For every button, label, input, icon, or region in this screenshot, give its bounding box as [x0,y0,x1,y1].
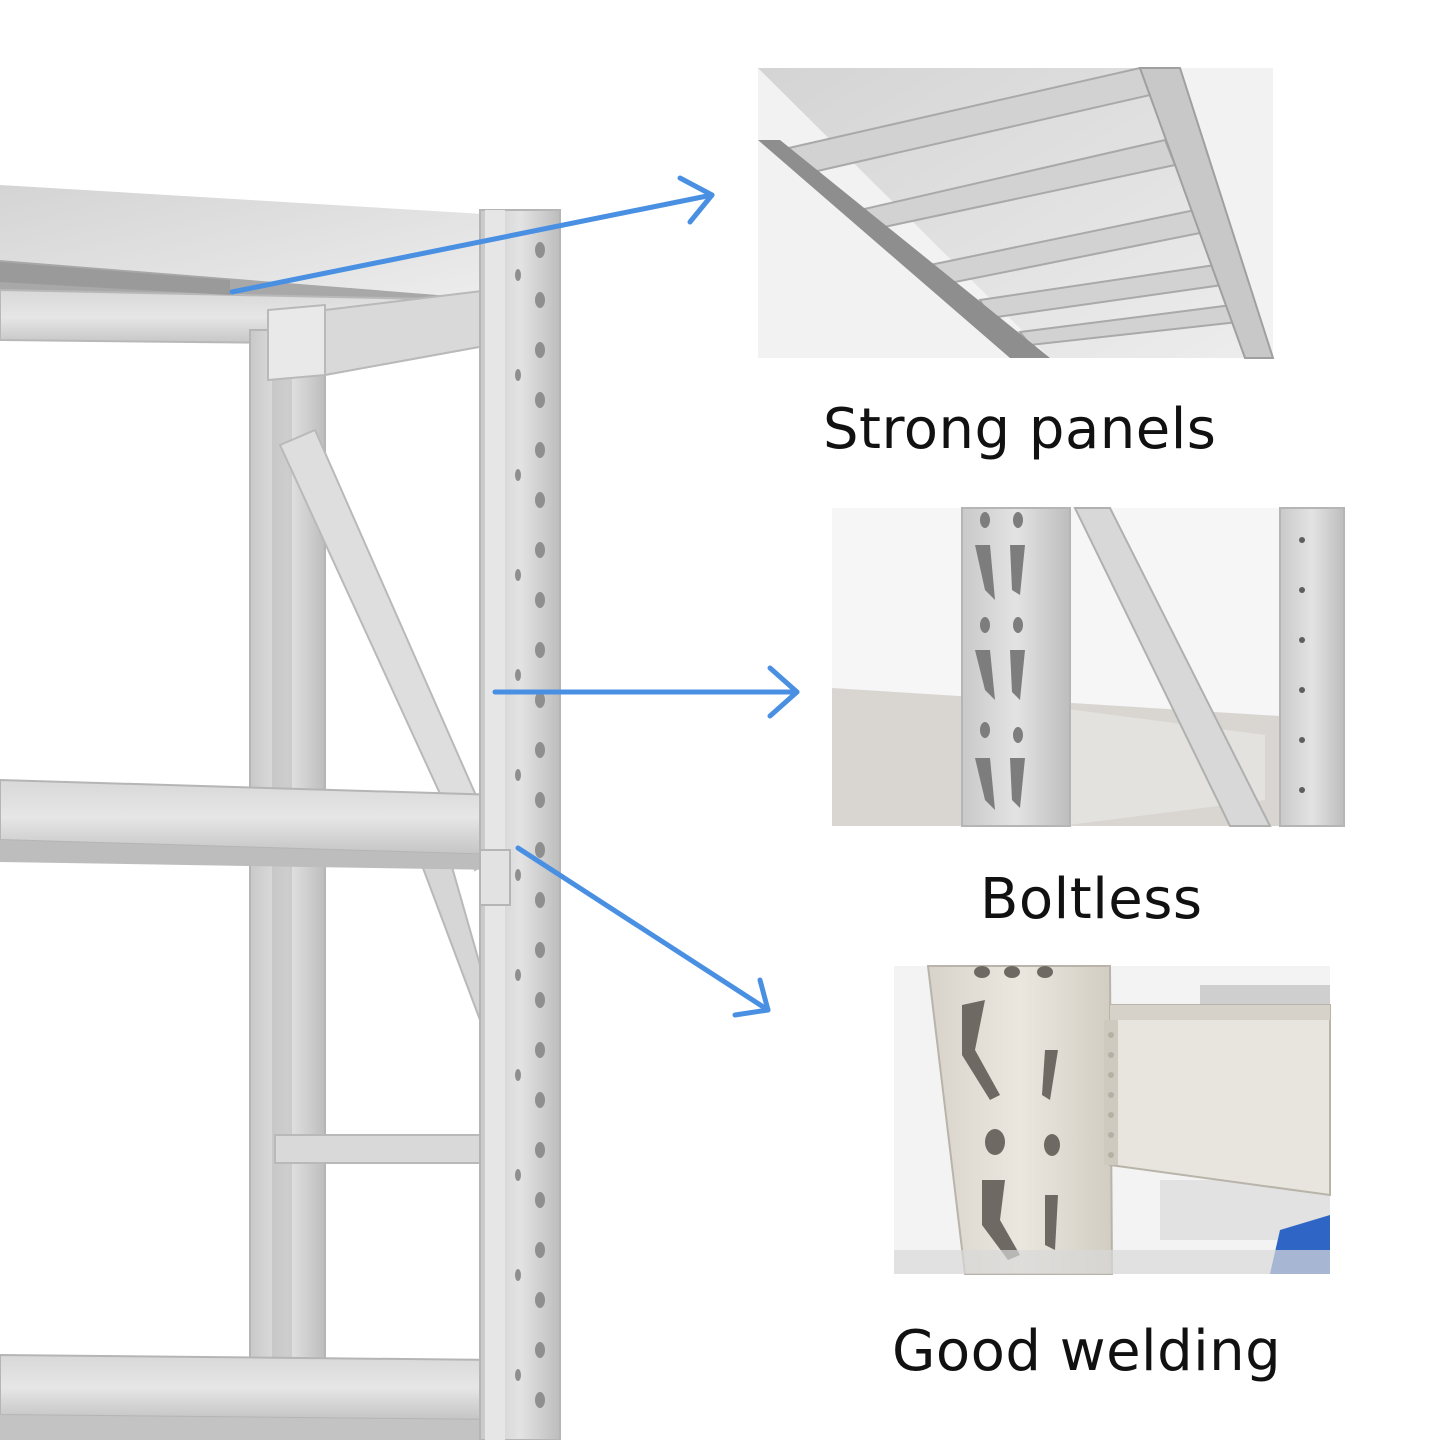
arrow-right-icon [229,175,715,295]
lower-crossbar [274,1134,481,1164]
detail-photo-boltless [832,507,1345,827]
caption-strong-panels: Strong panels [823,397,1217,462]
main-shelf-unit [0,185,561,1440]
arrow-down-right-icon [515,845,771,1018]
bottom-shelf [0,1353,501,1440]
middle-shelf [0,778,501,870]
caption-boltless: Boltless [980,867,1203,932]
front-upright [479,209,561,1440]
caption-good-welding: Good welding [892,1319,1282,1384]
top-connector [267,303,326,382]
detail-photo-panels [758,66,1275,359]
detail-photo-welding [894,965,1331,1275]
arrow-right-icon [492,665,800,719]
